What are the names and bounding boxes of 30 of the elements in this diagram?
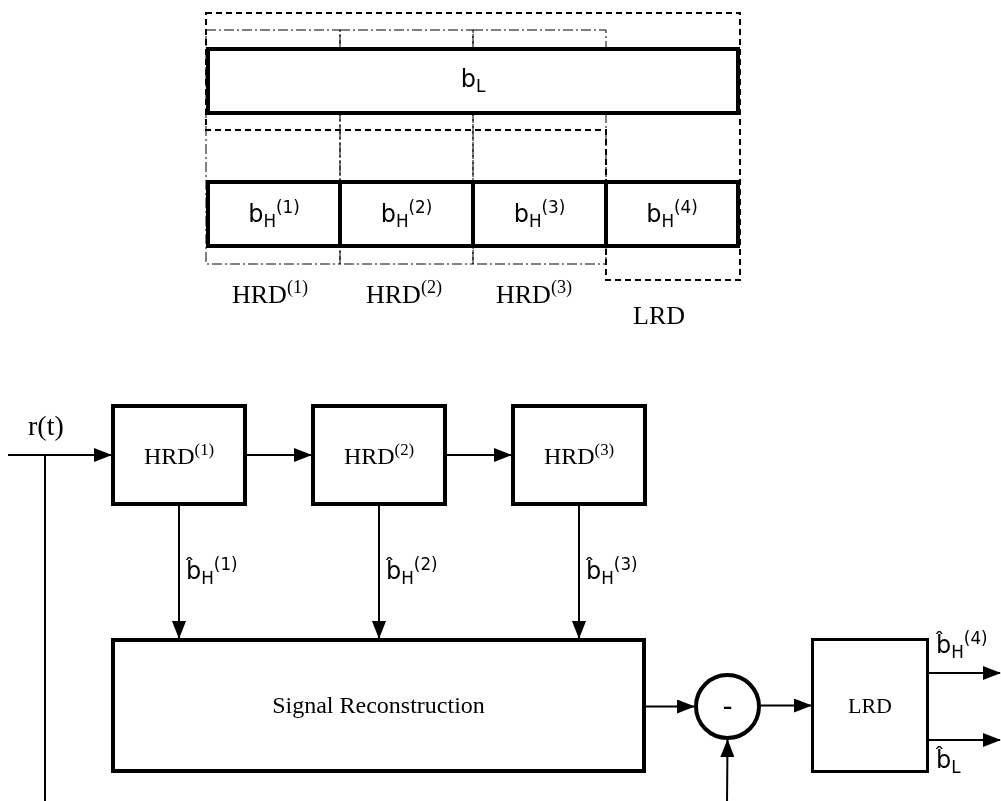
arrow xyxy=(928,733,1001,747)
region-label: HRD$^{(2)}$ xyxy=(366,278,443,308)
arrow xyxy=(246,448,312,462)
symbol-label: - xyxy=(722,690,733,723)
arrow xyxy=(446,448,512,462)
arrow xyxy=(928,666,1001,680)
arrow xyxy=(44,454,735,801)
block-label: HRD$^{(1)}$ xyxy=(143,439,215,471)
block-label: LRD xyxy=(848,692,892,719)
arrow xyxy=(645,699,695,714)
region-label: LRD xyxy=(633,303,685,329)
process-box xyxy=(111,638,646,773)
detector-box xyxy=(811,638,929,773)
arrow xyxy=(760,698,812,713)
block-label: HRD$^{(2)}$ xyxy=(343,439,415,471)
detector-box xyxy=(311,404,447,506)
arrow xyxy=(572,505,586,639)
arrow xyxy=(372,505,386,639)
symbol-label: b$_{L}$ xyxy=(460,65,486,97)
block-label: HRD$^{(3)}$ xyxy=(543,439,615,471)
arrow xyxy=(172,505,186,639)
bit-block xyxy=(206,47,740,115)
detector-box xyxy=(511,404,647,506)
region-label: HRD$^{(1)}$ xyxy=(232,278,309,308)
region-label: HRD$^{(3)}$ xyxy=(496,278,573,308)
arrow xyxy=(7,448,112,462)
block-label: Signal Reconstruction xyxy=(272,692,485,719)
edge-label: b̂$_{L}$ xyxy=(936,748,961,776)
edge-label: r(t) xyxy=(28,412,64,440)
detector-box xyxy=(111,404,247,506)
